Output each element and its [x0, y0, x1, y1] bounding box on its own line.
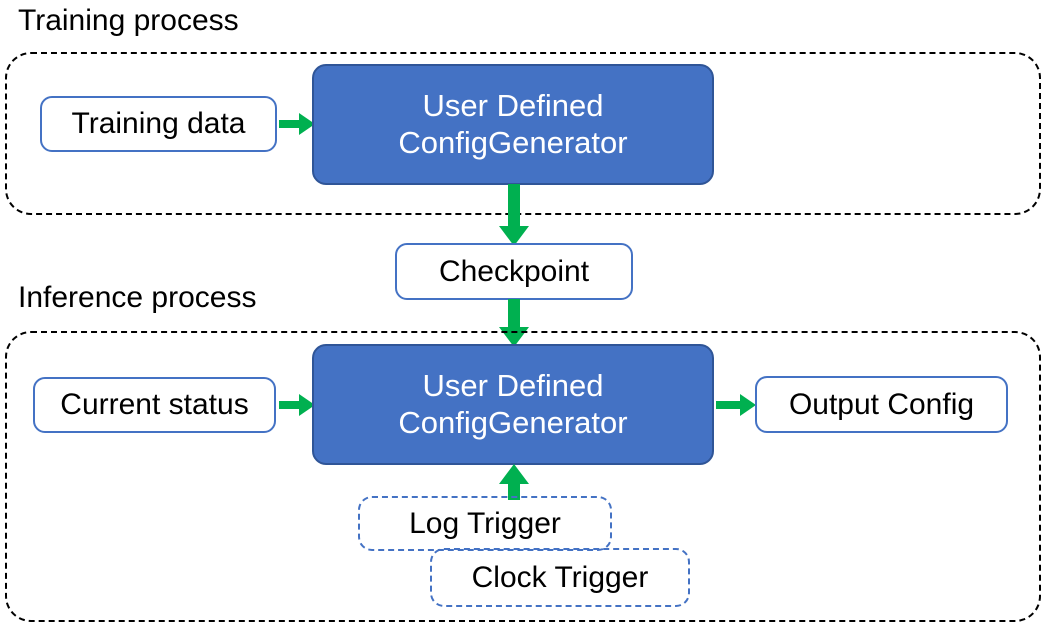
group-caption-training: Training process [18, 4, 239, 37]
group-box-inference [5, 331, 1041, 622]
node-inference-config-generator-line1: User Defined [422, 367, 604, 403]
node-training-data[interactable]: Training data [40, 96, 277, 152]
arrow-triggers-to-generator [499, 464, 529, 500]
node-output-config[interactable]: Output Config [755, 376, 1008, 433]
node-training-config-generator[interactable]: User Defined ConfigGenerator [312, 64, 714, 185]
arrow-training-data-to-generator [279, 113, 315, 135]
arrow-generator-to-output-config [716, 394, 756, 416]
node-current-status[interactable]: Current status [33, 377, 276, 433]
node-training-config-generator-line2: ConfigGenerator [398, 124, 628, 160]
group-box-training [5, 52, 1041, 215]
arrow-checkpoint-to-inference-generator [499, 299, 529, 347]
arrow-current-status-to-generator [279, 394, 315, 416]
node-log-trigger[interactable]: Log Trigger [358, 496, 612, 551]
node-checkpoint[interactable]: Checkpoint [395, 243, 633, 300]
node-training-config-generator-line1: User Defined [422, 87, 604, 123]
group-caption-inference: Inference process [18, 281, 257, 314]
node-inference-config-generator-line2: ConfigGenerator [398, 404, 628, 440]
arrow-training-generator-to-checkpoint [499, 184, 529, 246]
node-clock-trigger[interactable]: Clock Trigger [430, 548, 690, 607]
node-inference-config-generator[interactable]: User Defined ConfigGenerator [312, 344, 714, 465]
